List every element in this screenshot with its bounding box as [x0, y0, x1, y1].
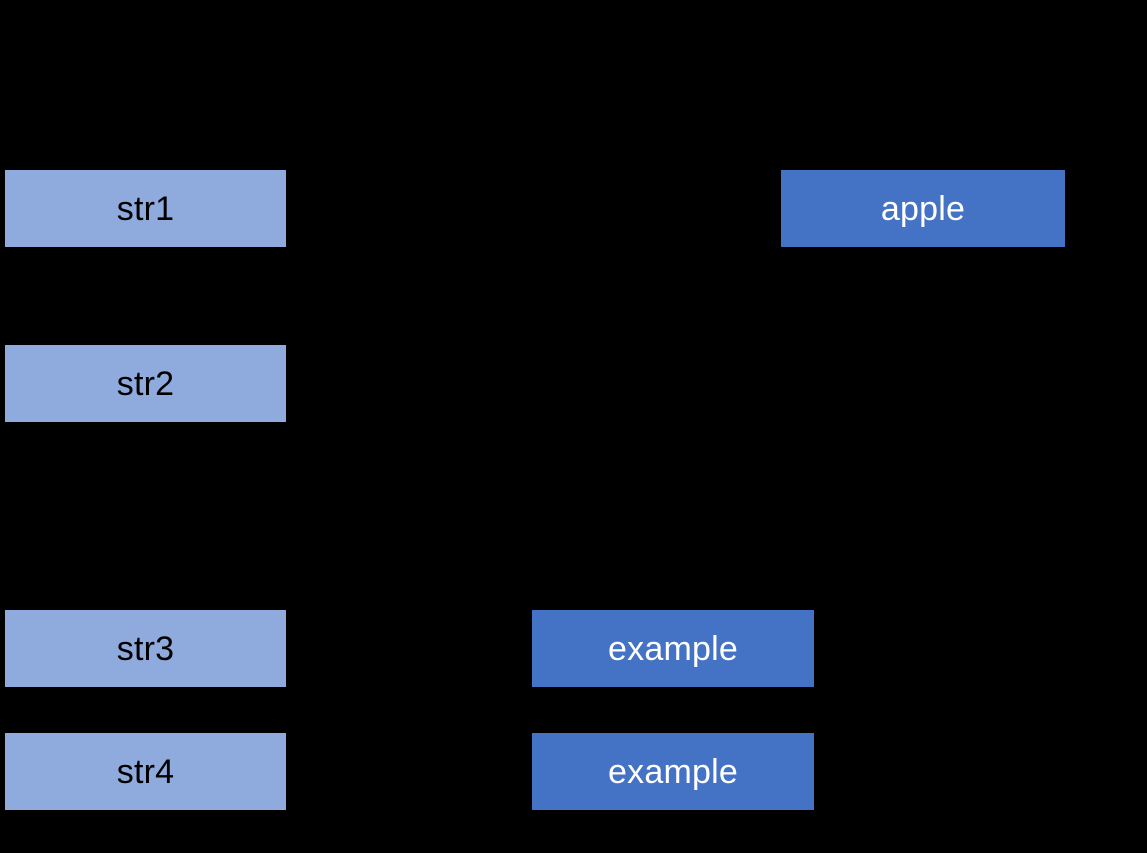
key-box-str3[interactable]: str3	[5, 610, 286, 687]
key-box-label: str1	[116, 189, 175, 228]
value-box-apple[interactable]: apple	[781, 170, 1065, 247]
key-box-label: str4	[116, 752, 175, 791]
value-box-example-1[interactable]: example	[532, 610, 814, 687]
key-box-str1[interactable]: str1	[5, 170, 286, 247]
value-box-example-2[interactable]: example	[532, 733, 814, 810]
key-box-str4[interactable]: str4	[5, 733, 286, 810]
value-box-label: example	[608, 752, 738, 791]
key-box-label: str2	[116, 364, 175, 403]
key-box-label: str3	[116, 629, 175, 668]
value-box-label: example	[608, 629, 738, 668]
key-box-str2[interactable]: str2	[5, 345, 286, 422]
value-box-label: apple	[880, 189, 966, 228]
